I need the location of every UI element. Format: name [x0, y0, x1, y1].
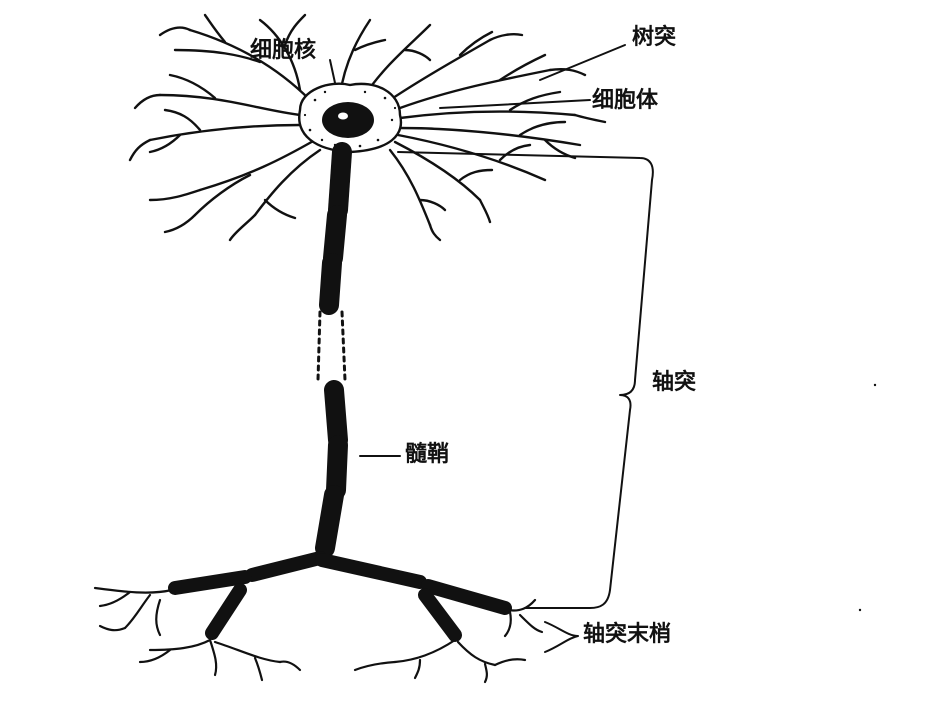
- cell-body: [298, 82, 403, 154]
- myelin-sheath-label: 髓鞘: [405, 442, 450, 467]
- soma-pointer: [439, 99, 591, 109]
- axon-label: 轴突: [652, 370, 697, 395]
- dendrite-pointer: [539, 44, 626, 81]
- dendrites: [128, 13, 607, 242]
- myelin-sheath: [315, 142, 352, 558]
- soma-label: 细胞体: [592, 88, 659, 113]
- dendrite-label: 树突: [632, 25, 677, 50]
- axon-branches: [168, 551, 512, 642]
- axon-terminal-pointer: [544, 621, 579, 653]
- nucleus: [322, 102, 374, 138]
- nucleus-label: 细胞核: [250, 38, 317, 63]
- axon-terminals: [93, 586, 544, 684]
- axon-terminal-label: 轴突末梢: [583, 622, 672, 647]
- axon-bracket: [397, 151, 654, 609]
